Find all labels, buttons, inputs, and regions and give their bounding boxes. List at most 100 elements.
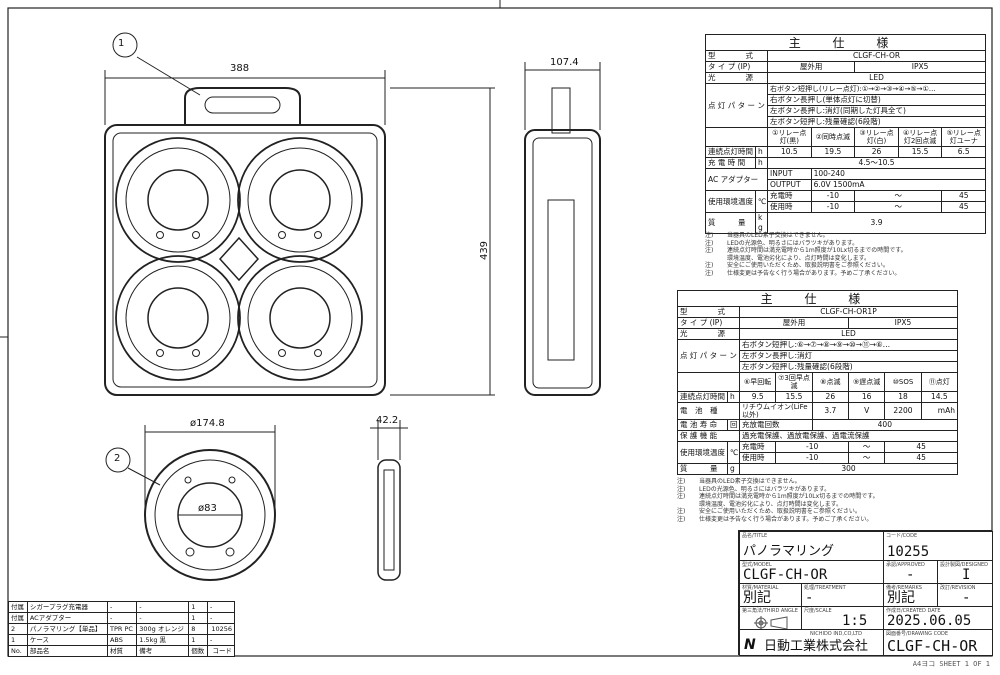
parts-cell: パノラマリング【単品】 xyxy=(26,623,108,635)
label: 使用環境温度 xyxy=(705,190,756,213)
parts-cell: シガープラグ充電器 xyxy=(26,601,108,613)
unit: 回 xyxy=(727,419,740,431)
label: 質 量 xyxy=(705,212,756,234)
light-value: LED xyxy=(739,328,958,340)
parts-cell: - xyxy=(136,612,190,624)
parts-cell: 1 xyxy=(188,612,209,624)
spec-title: 主 仕 様 xyxy=(677,290,958,307)
unit: h xyxy=(727,391,740,403)
label: タ イ プ (IP) xyxy=(705,61,768,73)
label: 点 灯 パ タ ー ン xyxy=(705,83,768,128)
front-view xyxy=(104,56,386,396)
label: 充放電回数 xyxy=(739,419,813,431)
parts-cell: 1 xyxy=(8,634,28,646)
lamp-ring xyxy=(247,265,353,371)
ip-value: IPX5 xyxy=(847,317,958,329)
mode: ①リレー点灯(黒) xyxy=(767,127,812,147)
label: 充 電 時 間 xyxy=(705,157,756,169)
dim-depth: 107.4 xyxy=(550,57,579,68)
tilde: ～ xyxy=(847,441,886,453)
temp-max: 45 xyxy=(884,452,958,464)
label: タ イ プ (IP) xyxy=(677,317,740,329)
screw xyxy=(314,231,322,239)
screw xyxy=(156,349,164,357)
parts-cell: - xyxy=(136,601,190,613)
runtime: 6.5 xyxy=(941,146,987,158)
temp-min: -10 xyxy=(810,190,856,202)
parts-cell: 1 xyxy=(188,634,209,646)
mode: ④リレー点灯2回点滅 xyxy=(897,127,943,147)
mode: ⑥早回転 xyxy=(738,372,777,392)
parts-cell: TPR PC xyxy=(106,623,138,635)
balloon-2 xyxy=(105,447,131,473)
temp-max: 45 xyxy=(941,190,987,202)
label: 点 灯 パ タ ー ン xyxy=(677,339,740,373)
parts-cell: - xyxy=(106,612,138,624)
pattern: 左ボタン長押し:消灯(同期した灯具全て) xyxy=(766,105,987,117)
parts-cell: 300g オレンジ xyxy=(136,623,190,635)
parts-cell: 個数 xyxy=(188,645,209,657)
capacity: 2200 xyxy=(884,402,922,420)
lamp-ring xyxy=(115,255,241,381)
runtime: 16 xyxy=(847,391,886,403)
pattern: 右ボタン長押し(単体点灯に切替) xyxy=(766,94,987,106)
temp-min: -10 xyxy=(775,452,849,464)
input-value: 100-240 xyxy=(810,168,987,180)
revision-cell: 改訂/REVISION- xyxy=(937,583,993,607)
parts-cell: 付属 xyxy=(8,601,28,613)
parts-cell: - xyxy=(207,601,235,613)
lamp-ring xyxy=(269,287,331,349)
output-value: 6.0V 1500mA xyxy=(810,179,987,191)
blank-cell xyxy=(705,127,768,147)
unit: h xyxy=(755,146,768,158)
screw xyxy=(278,231,286,239)
parts-cell: 10256 xyxy=(207,623,235,635)
mode: ②同時点滅 xyxy=(810,127,856,147)
ip-value: IPX5 xyxy=(854,61,987,73)
balloon-1-label: 1 xyxy=(118,38,125,49)
dim-ring-diameter: ø174.8 xyxy=(190,418,225,429)
label: 連続点灯時間 xyxy=(677,391,728,403)
mass-value: 3.9 xyxy=(766,212,987,234)
pattern: 左ボタン短押し:残量確認(6段階) xyxy=(766,116,987,128)
label: 型 式 xyxy=(705,50,768,62)
label: 質 量 xyxy=(677,463,728,475)
battery-type: リチウムイオン(LiFe以外) xyxy=(739,402,813,420)
side-view xyxy=(390,62,601,396)
balloon-2-label: 2 xyxy=(114,453,121,464)
lamp-ring xyxy=(115,137,241,263)
spec-notes-2: 注)当器具のLED素子交換はできません。 注)LEDの光源色、明るさにはバラツキ… xyxy=(677,478,879,523)
parts-cell: コード xyxy=(207,645,235,657)
unit: ℃ xyxy=(727,441,740,464)
company-cell: NICHIDO IND,CO,LTD N 日動工業株式会社 xyxy=(739,629,884,656)
runtime: 14.5 xyxy=(920,391,958,403)
pattern: 右ボタン短押し(リレー点灯):①→②→③→④→⑤→①… xyxy=(766,83,987,95)
runtime: 9.5 xyxy=(738,391,777,403)
runtime: 15.5 xyxy=(897,146,943,158)
unit: h xyxy=(755,157,768,169)
type-value: 屋外用 xyxy=(766,61,856,73)
ring-detail-view xyxy=(127,420,408,581)
parts-cell: ABS xyxy=(106,634,138,646)
charge-value: 4.5～10.5 xyxy=(766,157,987,169)
label: INPUT xyxy=(767,168,812,180)
parts-cell: No. xyxy=(8,645,28,657)
treatment-cell: 処理/TREATMENT- xyxy=(801,583,884,607)
label: 電 池 寿 命 xyxy=(677,419,728,431)
label: 使用環境温度 xyxy=(677,441,728,464)
label: 電 池 種 xyxy=(677,402,740,420)
runtime: 10.5 xyxy=(767,146,812,158)
third-angle-projection-icon xyxy=(754,616,788,630)
screw xyxy=(278,349,286,357)
lamp-ring xyxy=(269,169,331,231)
sheet-info: A4ヨコ SHEET 1 OF 1 xyxy=(912,660,990,668)
tilde: ～ xyxy=(854,190,943,202)
label: 使用時 xyxy=(767,201,812,213)
model-value: CLGF-CH-OR xyxy=(766,50,987,62)
